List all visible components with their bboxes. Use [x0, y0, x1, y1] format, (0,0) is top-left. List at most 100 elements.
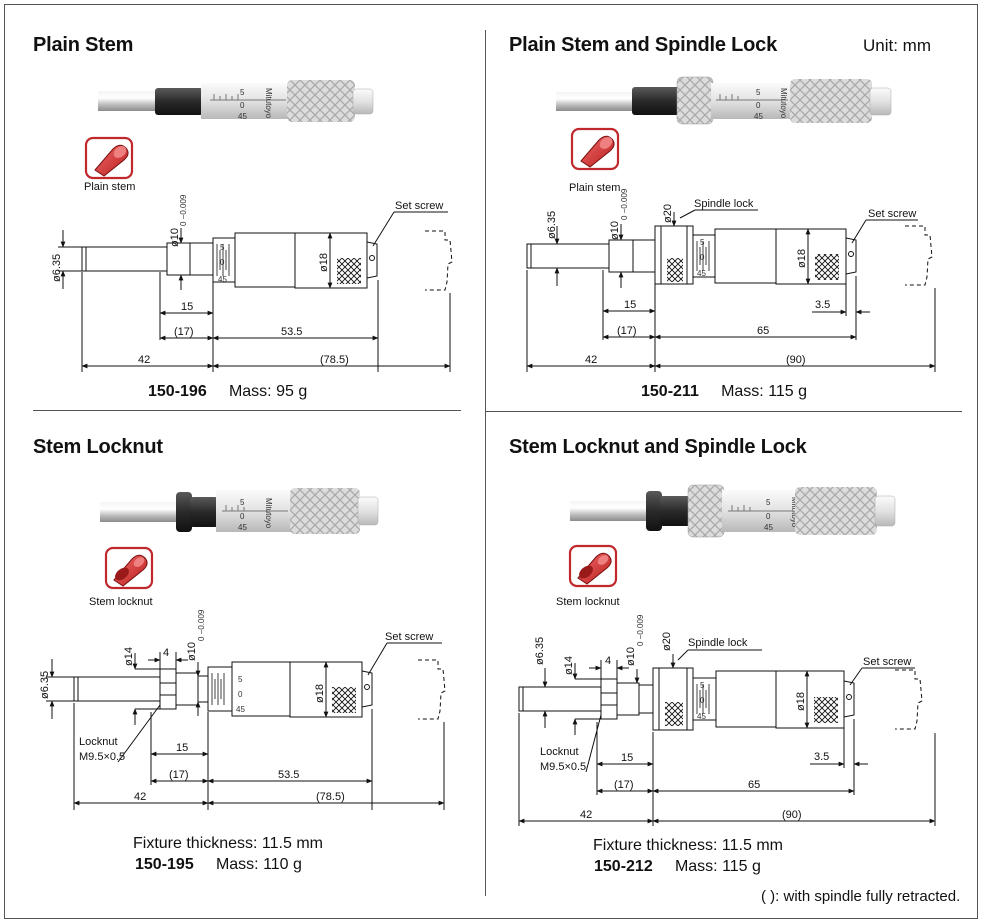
panel-2-footer: 150-211 Mass: 115 g: [641, 383, 807, 401]
scale-mark-45: 45: [238, 112, 247, 121]
brand-engraving: Mitutoyo: [264, 88, 273, 119]
p4-locknut-label: Locknut: [540, 746, 579, 758]
drawing-stem-locknut: [46, 642, 446, 810]
p4-photo-scale-5: 5: [766, 498, 771, 507]
p3-dim-tolerance: 0 −0.009: [197, 609, 206, 641]
page-frame: [4, 4, 978, 919]
drawing-plain-stem-spindle-lock: [526, 209, 936, 372]
p4-dim-lock-dia: ø20: [661, 632, 673, 651]
scale-mark-5: 5: [240, 88, 245, 97]
p3-dim-stem-dia: ø6.35: [39, 671, 51, 699]
horizontal-divider-left: [33, 410, 461, 411]
vertical-divider: [485, 30, 486, 896]
p3-photo-scale-5: 5: [240, 498, 245, 507]
p3-scale-5: 5: [238, 675, 243, 684]
p1-dim-thimble-dia: ø18: [318, 253, 330, 272]
p3-dim-15: 15: [176, 742, 188, 754]
p3-dim-thimble-dia: ø18: [314, 684, 326, 703]
p3-dim-42: 42: [134, 791, 146, 803]
p4-brand-engraving: Mitutoyo: [790, 497, 799, 528]
p3-dim-53-5: 53.5: [278, 769, 299, 781]
p2-dim-stem-dia: ø6.35: [546, 211, 558, 239]
panel-1-footer: 150-196 Mass: 95 g: [148, 383, 307, 401]
icon-stem-locknut: [104, 546, 154, 590]
p3-dim-78-5: (78.5): [316, 791, 345, 803]
icon-plain-stem: [84, 136, 134, 180]
p3-dim-sleeve-dia: ø10: [186, 642, 198, 661]
panel-title-plain-stem-spindle-lock: Plain Stem and Spindle Lock: [509, 34, 777, 56]
icon-label-plain-stem: Plain stem: [84, 181, 135, 193]
p4-scale-0: 0: [700, 696, 705, 705]
scale-mark-0: 0: [240, 101, 245, 110]
p2-dim-15: 15: [624, 299, 636, 311]
p4-dim-4: 4: [605, 655, 611, 667]
drawing-stem-locknut-spindle-lock: [518, 649, 936, 826]
p1-scale-45: 45: [218, 275, 227, 284]
panel-3-footer: 150-195 Mass: 110 g: [135, 856, 302, 874]
p2-brand-engraving: Mitutoyo: [779, 88, 788, 119]
model-number-150-196: 150-196: [148, 383, 207, 400]
icon-plain-stem-2: [570, 127, 620, 171]
p1-dim-17: (17): [174, 326, 194, 338]
p4-dim-15: 15: [621, 752, 633, 764]
p2-scale-0: 0: [700, 253, 705, 262]
p1-dim-15: 15: [181, 301, 193, 313]
p2-scale-45: 45: [697, 269, 706, 278]
photo-stem-locknut: 5 0 45 Mitutoyo: [100, 488, 379, 534]
panel-4-footer: 150-212 Mass: 115 g: [594, 858, 761, 876]
p3-photo-scale-0: 0: [240, 512, 245, 521]
p3-dim-4: 4: [163, 647, 169, 659]
icon-stem-locknut-2: [568, 544, 618, 588]
panel-title-stem-locknut-spindle-lock: Stem Locknut and Spindle Lock: [509, 436, 807, 458]
model-number-150-212: 150-212: [594, 858, 653, 875]
p4-photo-scale-45: 45: [764, 523, 773, 532]
p1-set-screw-label: Set screw: [395, 200, 443, 212]
p1-dim-53-5: 53.5: [281, 326, 302, 338]
p3-dim-nut-dia: ø14: [123, 647, 135, 666]
icon-label-plain-stem-2: Plain stem: [569, 182, 620, 194]
p3-locknut-label: Locknut: [79, 736, 118, 748]
p4-thread-label: M9.5×0.5: [540, 761, 586, 773]
p2-dim-17: (17): [617, 325, 637, 337]
p1-dim-78-5: (78.5): [320, 354, 349, 366]
p2-dim-sleeve-dia: ø10: [609, 221, 621, 240]
p4-dim-sleeve-dia: ø10: [625, 647, 637, 666]
retracted-note: ( ): with spindle fully retracted.: [761, 888, 961, 905]
photo-stem-locknut-spindle-lock: 5 0 45 Mitutoyo: [570, 484, 896, 538]
photo-plain-stem-spindle-lock: 5 0 45 Mitutoyo: [556, 76, 892, 125]
p1-dim-tolerance: 0 −0.009: [179, 194, 188, 226]
p1-scale-0: 0: [220, 258, 225, 267]
p2-photo-scale-5: 5: [756, 88, 761, 97]
p2-dim-42: 42: [585, 354, 597, 366]
model-number-150-211: 150-211: [641, 383, 699, 400]
icon-label-stem-locknut: Stem locknut: [89, 596, 153, 608]
mass-150-196: Mass: 95 g: [228, 383, 308, 400]
icon-label-stem-locknut-2: Stem locknut: [556, 596, 620, 608]
photo-plain-stem: 5 0 45 Mitutoyo: [98, 80, 374, 122]
mass-150-195: Mass: 110 g: [215, 856, 302, 873]
p2-dim-3-5: 3.5: [815, 299, 830, 311]
p4-dim-nut-dia: ø14: [563, 656, 575, 675]
p4-photo-scale-0: 0: [766, 512, 771, 521]
p4-dim-17: (17): [614, 779, 634, 791]
p2-photo-scale-0: 0: [756, 101, 761, 110]
p4-dim-3-5: 3.5: [814, 751, 829, 763]
p3-dim-17: (17): [169, 769, 189, 781]
p3-photo-scale-45: 45: [238, 523, 247, 532]
p2-spindle-lock-label: Spindle lock: [694, 198, 754, 210]
unit-label: Unit: mm: [863, 36, 931, 55]
p2-dim-thimble-dia: ø18: [796, 249, 808, 268]
p3-set-screw-label: Set screw: [385, 631, 433, 643]
p4-dim-65: 65: [748, 779, 760, 791]
fixture-thickness-150-195: Fixture thickness: 11.5 mm: [133, 835, 323, 852]
p2-dim-90: (90): [786, 354, 806, 366]
p4-spindle-lock-label: Spindle lock: [688, 637, 748, 649]
p1-scale-5: 5: [220, 243, 225, 252]
p2-set-screw-label: Set screw: [868, 208, 916, 220]
p4-dim-42: 42: [580, 809, 592, 821]
panel-title-stem-locknut: Stem Locknut: [33, 436, 163, 458]
p4-scale-5: 5: [700, 681, 705, 690]
p2-dim-tolerance: 0 −0.009: [620, 188, 629, 220]
p2-dim-lock-dia: ø20: [662, 204, 674, 223]
